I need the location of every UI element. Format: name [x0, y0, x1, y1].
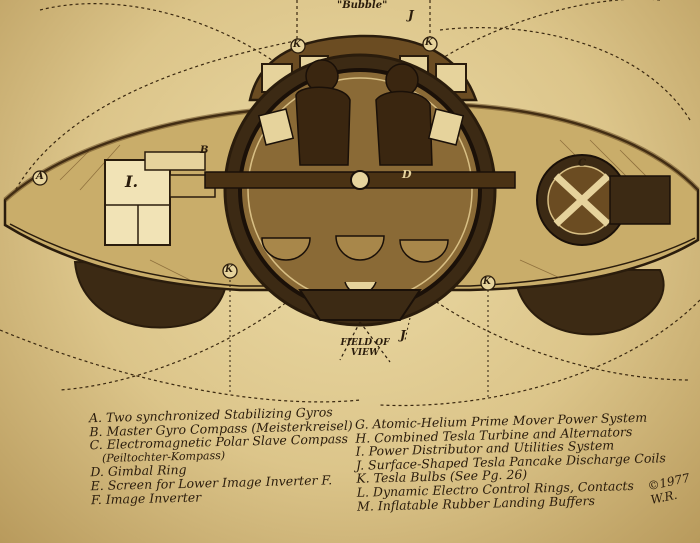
marker-k-2: K: [425, 38, 433, 48]
marker-c: C: [578, 158, 586, 169]
marker-k-lower-right: [480, 275, 496, 291]
marker-i: I.: [125, 172, 139, 191]
keel: [298, 289, 422, 321]
field-of-view-label: FIELD OF VIEW: [340, 338, 390, 358]
legend-left: A. Two synchronized Stabilizing Gyros B.…: [89, 404, 355, 506]
power-distributor: [104, 151, 216, 246]
marker-d: D: [402, 168, 412, 181]
marker-k-3: K: [225, 265, 233, 275]
field-of-view-pointer: [339, 321, 391, 363]
leader-lines: [229, 275, 489, 400]
legend-right: G. Atomic-Helium Prime Mover Power Syste…: [355, 410, 667, 514]
bubble-callout: "Bubble": [337, 0, 388, 11]
marker-a: A: [36, 171, 44, 182]
marker-k-4: K: [483, 277, 491, 287]
marker-k-top-left: [290, 38, 306, 54]
tesla-turbine: [536, 154, 671, 246]
crew-sphere: [204, 53, 516, 327]
marker-k-lower-left: [222, 263, 238, 279]
marker-k-1: K: [293, 40, 301, 50]
marker-j-top: J: [408, 8, 414, 22]
marker-a-circle: [32, 170, 48, 186]
marker-j-bottom: J: [400, 328, 406, 342]
marker-k-top-right: [422, 36, 438, 52]
marker-b: B: [200, 145, 209, 156]
